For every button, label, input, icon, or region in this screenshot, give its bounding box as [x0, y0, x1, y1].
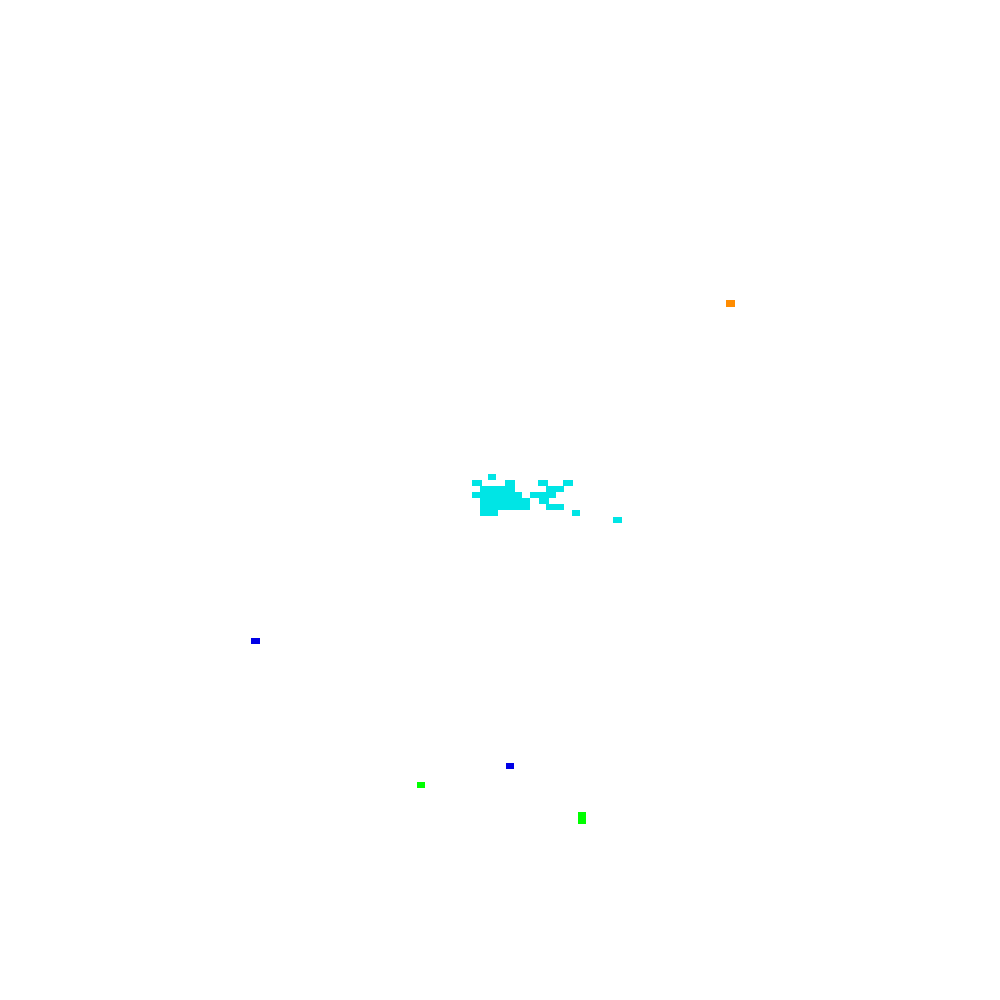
- cyan-pixel-cluster-block-8: [480, 492, 522, 498]
- orange-pixel: [726, 300, 735, 307]
- cyan-pixel-cluster-block-1: [472, 480, 482, 486]
- green-pixel-bottom-right: [578, 812, 586, 824]
- green-pixel-bottom-left-block-0: [417, 782, 425, 788]
- cyan-pixel-cluster-block-11: [539, 498, 549, 504]
- cyan-pixel-cluster-block-0: [488, 474, 496, 480]
- cyan-pixel-cluster-block-5: [480, 486, 515, 492]
- green-pixel-bottom-right-block-0: [578, 812, 586, 824]
- cyan-pixel-cluster-block-2: [505, 480, 515, 486]
- cyan-pixel-cluster-block-15: [572, 510, 580, 516]
- cyan-pixel-cluster-block-13: [546, 504, 564, 510]
- cyan-pixel-cluster-block-9: [530, 492, 556, 498]
- cyan-pixel-scatter-right: [613, 517, 622, 523]
- cyan-pixel-cluster: [472, 474, 580, 516]
- green-pixel-bottom-left: [417, 782, 425, 788]
- cyan-pixel-cluster-block-14: [480, 510, 498, 516]
- cyan-pixel-cluster-block-7: [472, 492, 482, 498]
- cyan-pixel-cluster-block-10: [480, 498, 530, 504]
- cyan-pixel-scatter-right-block-0: [613, 517, 622, 523]
- blue-pixel-bottom-block-0: [506, 763, 514, 769]
- cyan-pixel-cluster-block-12: [480, 504, 530, 510]
- blue-pixel-left-block-0: [251, 638, 260, 644]
- blue-pixel-left: [251, 638, 260, 644]
- cyan-pixel-cluster-block-4: [563, 480, 573, 486]
- cyan-pixel-cluster-block-3: [538, 480, 548, 486]
- blue-pixel-bottom: [506, 763, 514, 769]
- cyan-pixel-cluster-block-6: [546, 486, 564, 492]
- orange-pixel-block-0: [726, 300, 735, 307]
